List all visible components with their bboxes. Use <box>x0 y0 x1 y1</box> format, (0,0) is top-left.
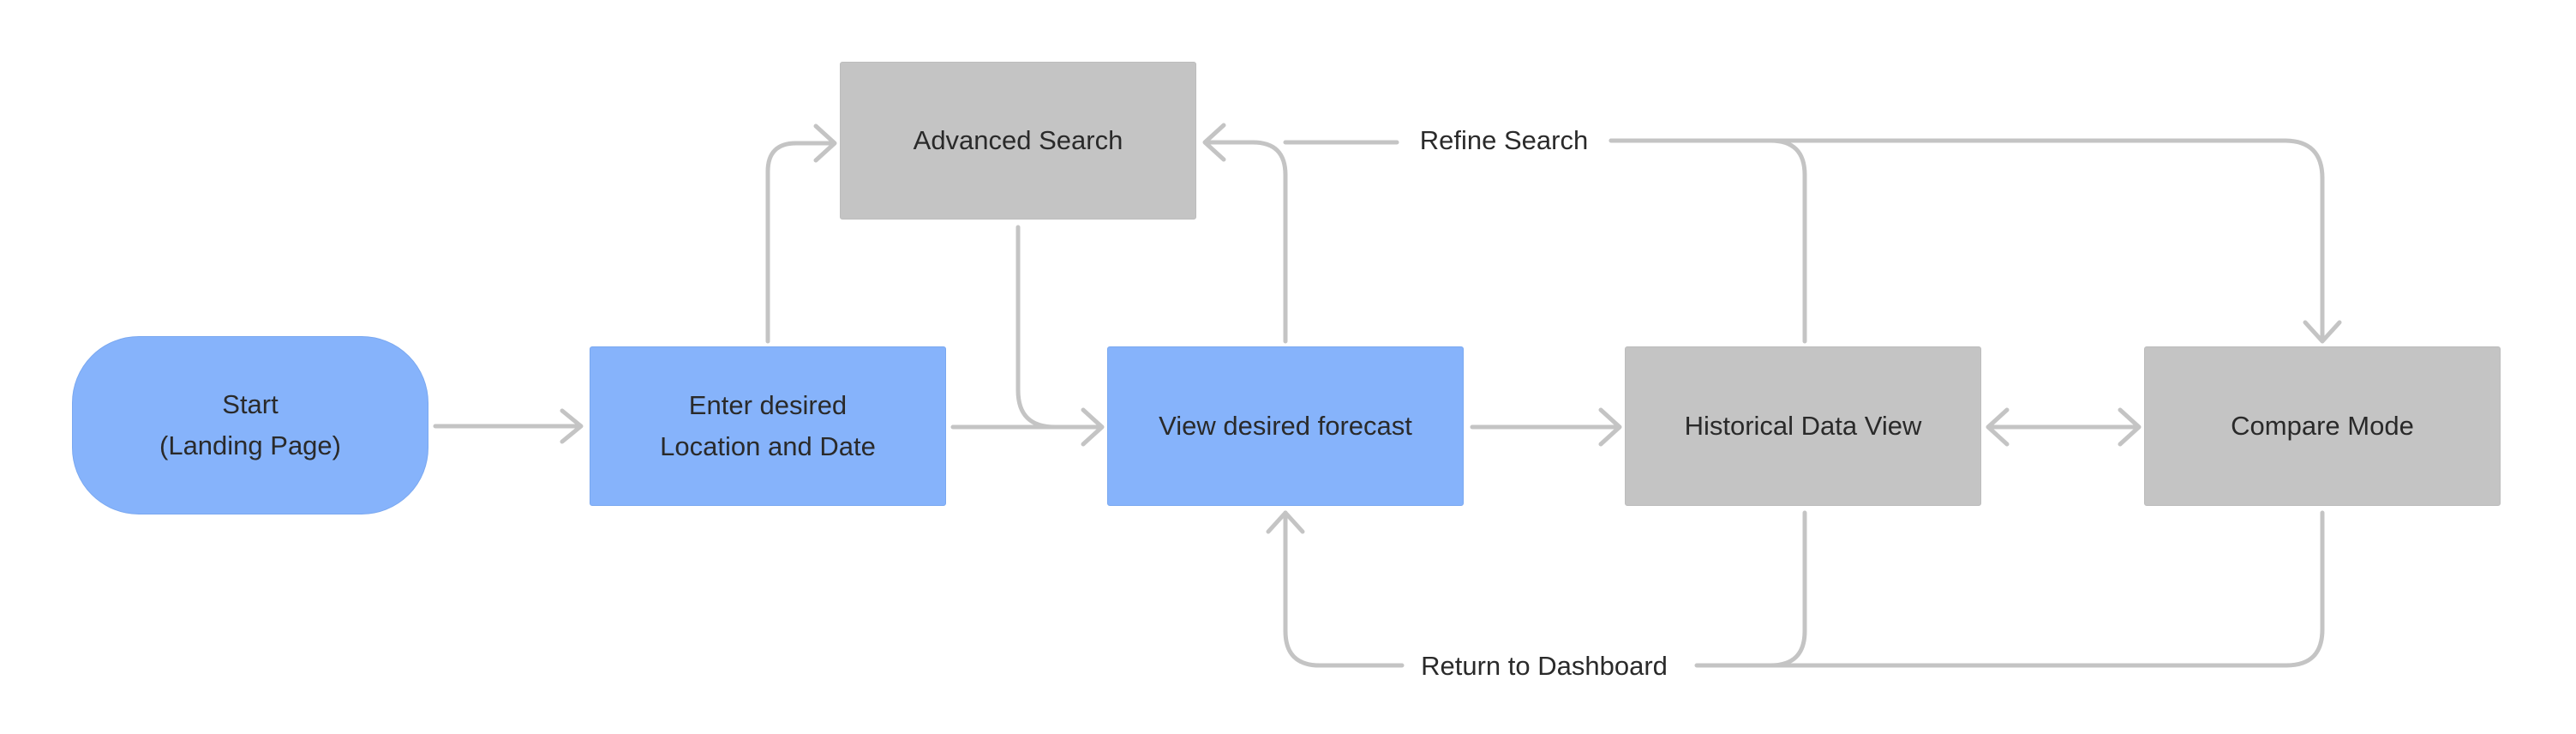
arrowhead-refine-to-compare <box>2303 320 2342 344</box>
edge-label-return-to-dashboard: Return to Dashboard <box>1405 649 1683 683</box>
connector-advanced-to-forecast <box>1015 225 1103 430</box>
connector-refine-to-compare <box>1609 138 2325 342</box>
node-start-line2: (Landing Page) <box>159 430 341 460</box>
node-start: Start (Landing Page) <box>72 336 428 514</box>
connector-historical-refine <box>1609 138 1807 344</box>
connector-return-to-forecast <box>1283 510 1405 668</box>
node-forecast-label: View desired forecast <box>1159 411 1412 441</box>
edge-label-refine-search: Refine Search <box>1404 123 1604 158</box>
node-compare-mode: Compare Mode <box>2144 346 2501 506</box>
node-compare-label: Compare Mode <box>2231 411 2414 441</box>
connector-forecast-refine <box>1204 140 1288 344</box>
arrowhead-forecast-to-historical <box>1598 407 1622 447</box>
node-historical-data-view: Historical Data View <box>1625 346 1981 506</box>
node-enter-line1: Enter desired <box>688 390 848 420</box>
connector-historical-return <box>1694 510 1807 668</box>
node-start-line1: Start <box>222 389 279 419</box>
arrowhead-enter-to-advanced <box>813 123 837 163</box>
node-enter-location-date: Enter desired Location and Date <box>590 346 946 506</box>
arrowhead-refine-to-advanced <box>1202 123 1226 162</box>
node-enter-line2: Location and Date <box>660 431 876 461</box>
connector-compare-return <box>1746 510 2325 668</box>
arrowhead-start-to-enter <box>560 408 584 444</box>
node-historical-label: Historical Data View <box>1684 411 1922 441</box>
node-advanced-label: Advanced Search <box>913 125 1123 155</box>
connector-enter-to-advanced <box>765 141 834 344</box>
arrowhead-compare-side <box>2118 407 2142 447</box>
arrowhead-return-to-forecast <box>1266 510 1305 534</box>
node-advanced-search: Advanced Search <box>840 62 1196 220</box>
arrowhead-enter-to-forecast <box>1081 407 1105 447</box>
arrowhead-historical-side <box>1986 407 2010 447</box>
node-view-forecast: View desired forecast <box>1107 346 1464 506</box>
